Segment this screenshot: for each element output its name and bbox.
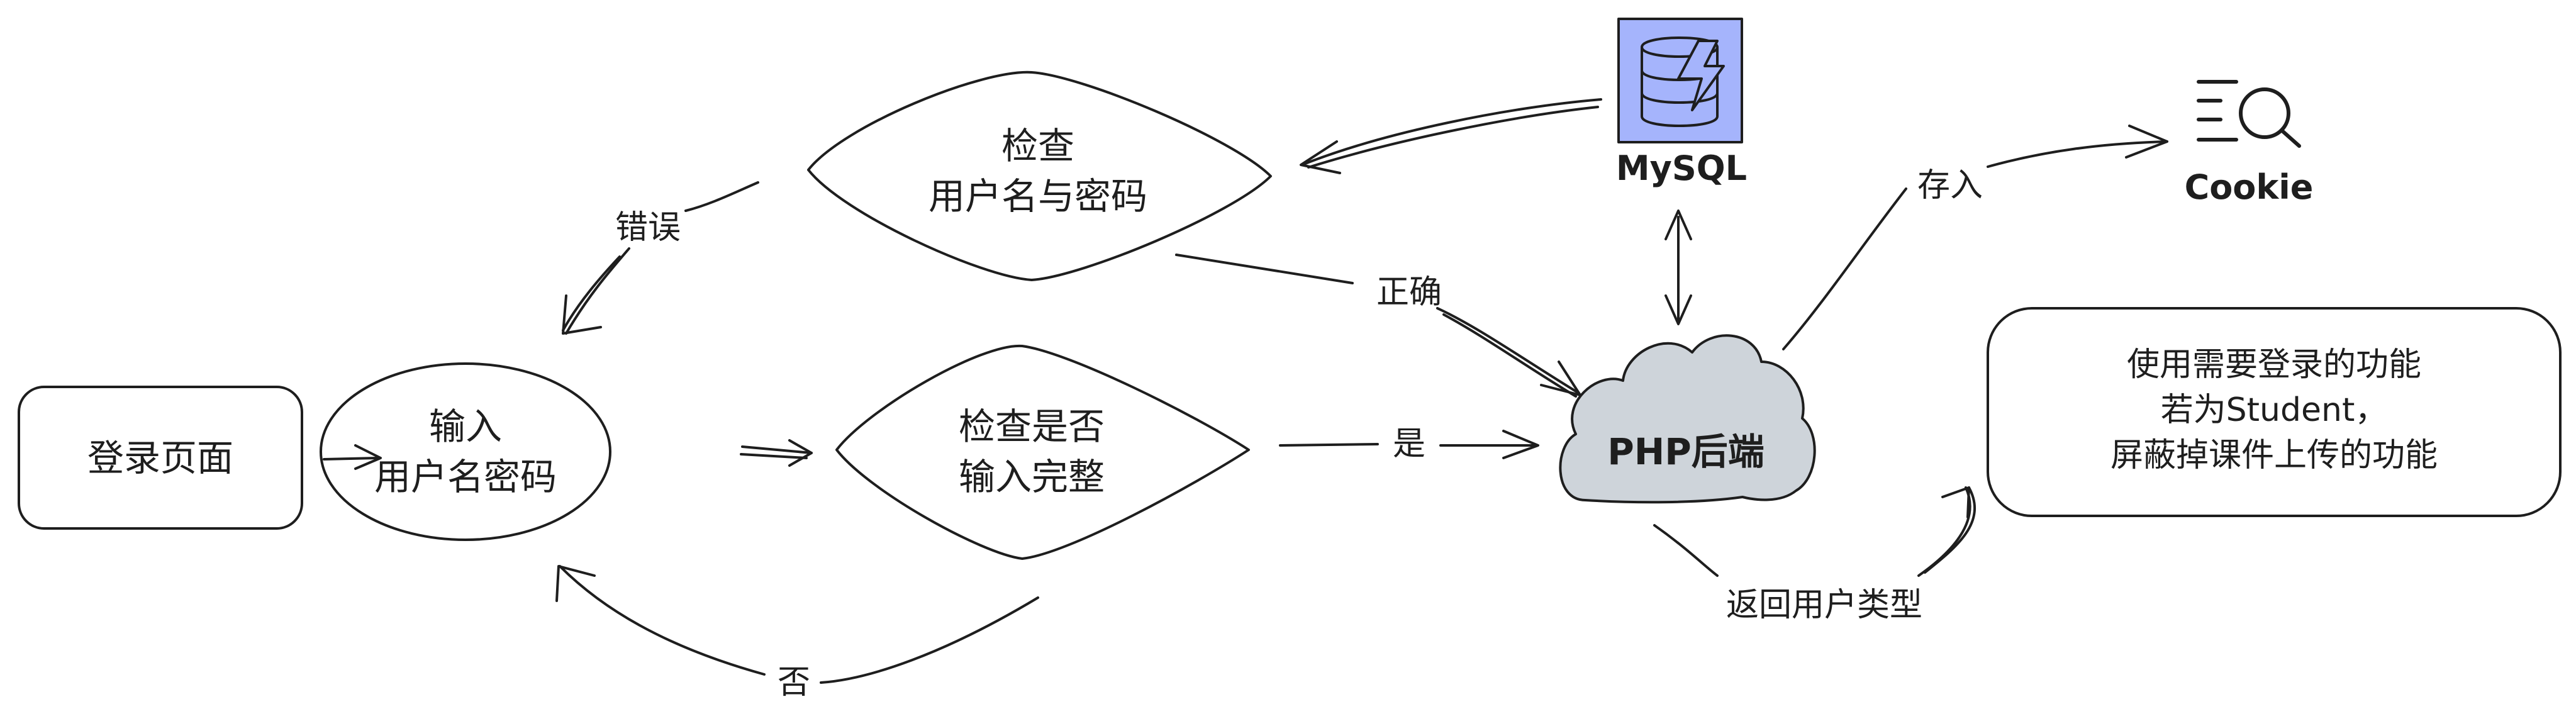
edge-label-yes: 是 [1392, 425, 1426, 463]
edge-login-to-input [323, 444, 382, 470]
cookie-label: Cookie [2184, 167, 2314, 207]
note-box [1987, 307, 2562, 517]
note-line1: 使用需要登录的功能 [2126, 346, 2422, 384]
database-icon [1617, 18, 1743, 143]
mysql-label: MySQL [1615, 148, 1748, 188]
edge-label-wrong: 错误 [615, 209, 681, 247]
edge-check-to-input-no [555, 565, 1039, 684]
edge-label-return-type: 返回用户类型 [1726, 586, 1923, 624]
login-page-label: 登录页面 [87, 437, 234, 479]
edge-label-store: 存入 [1917, 167, 1983, 204]
edge-label-correct: 正确 [1376, 274, 1442, 311]
check-complete-label: 检查是否 输入完整 [959, 401, 1105, 502]
edge-label-no: 否 [777, 664, 811, 701]
check-complete-line2: 输入完整 [958, 455, 1105, 498]
check-credentials-label: 检查 用户名与密码 [928, 121, 1147, 221]
input-label-line1: 输入 [428, 405, 503, 448]
check-credentials-line1: 检查 [1001, 125, 1075, 167]
check-credentials-diamond [807, 70, 1272, 281]
edge-check-to-php-yes [1279, 430, 1539, 459]
login-page-box [18, 386, 303, 530]
input-label: 输入 用户名密码 [374, 401, 557, 502]
edge-input-to-check [740, 439, 813, 467]
input-label-line2: 用户名密码 [374, 455, 557, 498]
edge-php-to-note-return [1653, 486, 1977, 577]
php-backend-text: PHP后端 [1607, 430, 1765, 473]
note-line3: 屏蔽掉课件上传的功能 [2110, 437, 2438, 474]
cookie-search-icon [2197, 80, 2301, 148]
edge-mysql-php-bidirectional [1664, 209, 1692, 325]
edge-mysql-to-cred [1300, 98, 1602, 174]
check-credentials-line2: 用户名与密码 [928, 175, 1148, 218]
check-complete-line1: 检查是否 [958, 405, 1105, 448]
cloud-icon [1559, 334, 1816, 504]
check-complete-diamond [835, 344, 1250, 560]
note-line2: 若为Student， [2160, 391, 2388, 429]
input-ellipse [320, 362, 611, 541]
note-label: 使用需要登录的功能 若为Student， 屏蔽掉课件上传的功能 [2110, 342, 2438, 478]
edge-php-to-cookie-store [1782, 125, 2168, 350]
php-backend-label: PHP后端 [1607, 427, 1765, 477]
edge-cred-to-input-wrong [562, 181, 759, 335]
